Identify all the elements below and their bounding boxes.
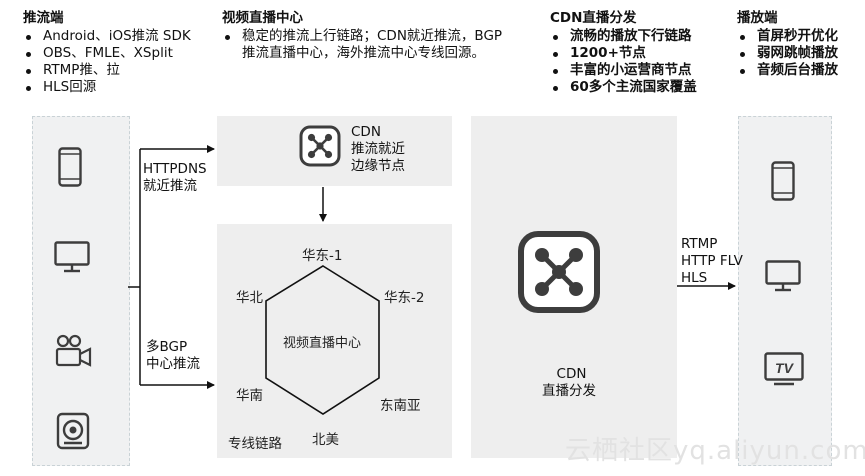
httpdns-label-line-1: HTTPDNS (143, 161, 207, 177)
cdn-dist-line-2: 直播分发 (542, 383, 596, 399)
cdn-edge-line-1: CDN (351, 124, 381, 140)
push-side-info: 推流端 Android、iOS推流 SDK OBS、FMLE、XSplit RT… (23, 10, 191, 96)
cdn-dist-title: CDN直播分发 (550, 10, 637, 26)
cdn-dist-label: CDN 直播分发 (542, 366, 596, 400)
video-camera-icon (55, 334, 92, 367)
hex-center-label: 视频直播中心 (283, 336, 362, 351)
live-center-line-2: 推流直播中心，海外推流中心专线回源。 (242, 45, 485, 61)
hex-node-north: 华北 (236, 290, 263, 306)
play-side-item: 弱网跳帧播放 (737, 45, 838, 62)
cdn-dist-item: 1200+节点 (550, 45, 697, 62)
cdn-edge-line-3: 边缘节点 (351, 158, 405, 174)
watermark: 云栖社区yq.aliyun.com (565, 436, 865, 466)
hex-node-east1: 华东-1 (302, 248, 343, 264)
protocol-rtmp: RTMP (681, 236, 718, 252)
bgp-label-line-2: 中心推流 (146, 356, 200, 372)
protocol-label: RTMP HTTP FLV HLS (681, 236, 743, 287)
cdn-node-icon (299, 125, 341, 167)
player-monitor-icon (765, 260, 801, 292)
cdn-dist-info: CDN直播分发 流畅的播放下行链路 1200+节点 丰富的小运营商节点 60多个… (550, 10, 697, 96)
play-side-title: 播放端 (737, 10, 778, 26)
httpdns-label-line-2: 就近推流 (143, 178, 197, 194)
bgp-label: 多BGP 中心推流 (146, 339, 200, 373)
cdn-dist-line-1: CDN (556, 366, 587, 382)
protocol-hls: HLS (681, 270, 708, 286)
push-side-item: Android、iOS推流 SDK (23, 28, 191, 45)
bgp-label-line-1: 多BGP (146, 339, 188, 355)
live-center-panel (217, 224, 452, 458)
play-side-item: 音频后台播放 (737, 62, 838, 79)
monitor-icon (54, 241, 90, 273)
hex-node-east2: 华东-2 (384, 290, 425, 306)
play-side-info: 播放端 首屏秒开优化 弱网跳帧播放 音频后台播放 (737, 10, 838, 79)
hex-node-south: 华南 (236, 388, 263, 404)
push-side-title: 推流端 (23, 10, 64, 26)
cdn-dist-item: 流畅的播放下行链路 (550, 28, 697, 45)
svg-text:TV: TV (775, 360, 795, 376)
cdn-dist-item: 丰富的小运营商节点 (550, 62, 697, 79)
tv-icon: TV (764, 352, 804, 386)
cdn-edge-line-2: 推流就近 (351, 141, 405, 157)
push-split-arrows (128, 145, 215, 389)
dedicated-link-label: 专线链路 (228, 436, 282, 452)
player-phone-icon (771, 161, 795, 201)
hex-node-sea: 东南亚 (380, 398, 421, 414)
push-side-item: HLS回源 (23, 79, 191, 96)
cdn-dist-item: 60多个主流国家覆盖 (550, 79, 697, 96)
live-center-line-1: 稳定的推流上行链路；CDN就近推流，BGP (242, 28, 503, 44)
cdn-distribution-icon (518, 231, 600, 313)
phone-icon (58, 147, 82, 187)
protocol-http-flv: HTTP FLV (681, 253, 743, 269)
live-center-item: 稳定的推流上行链路；CDN就近推流，BGP 推流直播中心，海外推流中心专线回源。 (222, 28, 502, 62)
cdn-edge-label: CDN 推流就近 边缘节点 (351, 124, 405, 175)
push-side-item: RTMP推、拉 (23, 62, 191, 79)
live-center-title: 视频直播中心 (222, 10, 303, 26)
webcam-icon (56, 412, 90, 450)
live-center-info: 视频直播中心 稳定的推流上行链路；CDN就近推流，BGP 推流直播中心，海外推流… (222, 10, 502, 62)
hex-node-na: 北美 (312, 432, 339, 448)
hexagon-shape (265, 265, 380, 415)
play-side-item: 首屏秒开优化 (737, 28, 838, 45)
push-side-item: OBS、FMLE、XSplit (23, 45, 191, 62)
httpdns-label: HTTPDNS 就近推流 (143, 161, 207, 195)
